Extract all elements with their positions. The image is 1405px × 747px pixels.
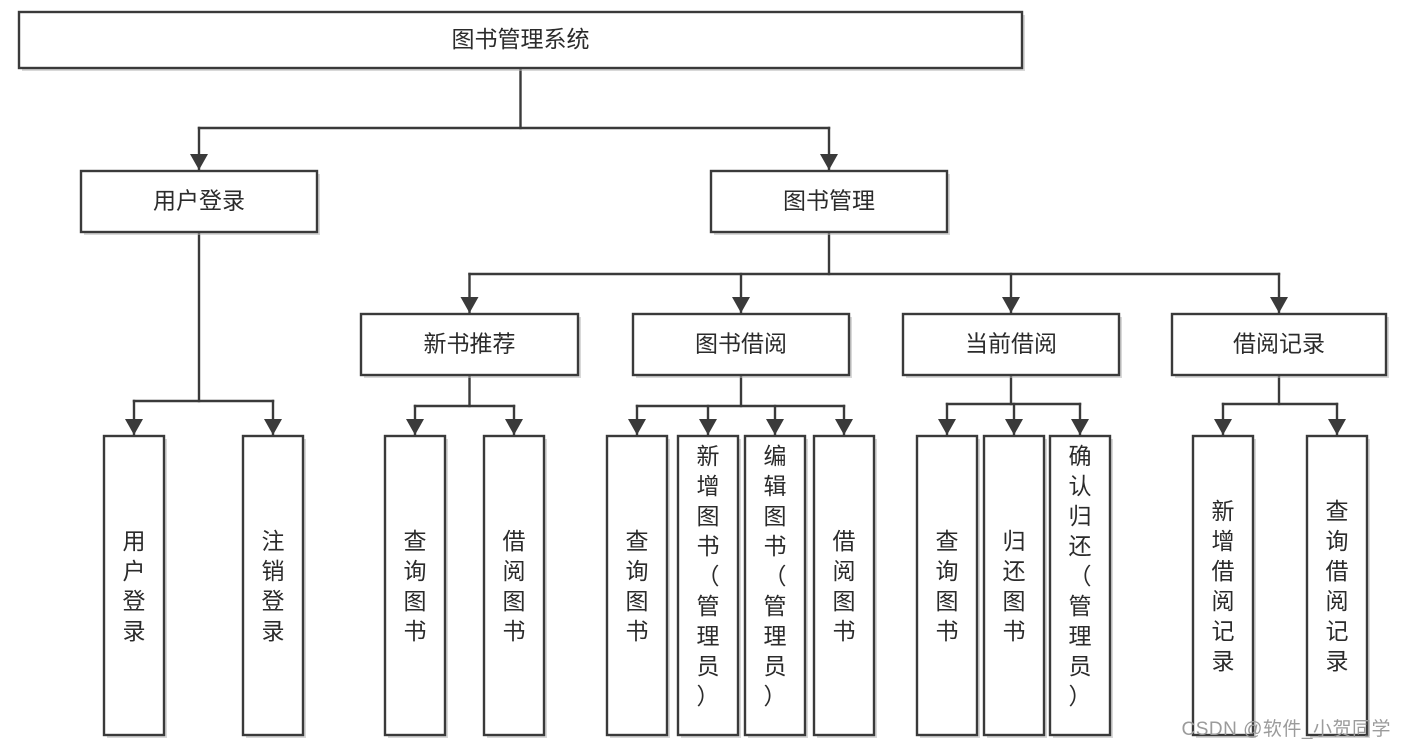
- node-label: 图书借阅: [695, 331, 787, 357]
- level3-node[interactable]: 新书推荐: [359, 312, 581, 378]
- arrow-head-icon: [125, 419, 143, 435]
- node-label: 图书管理: [783, 188, 875, 214]
- node-box[interactable]: [709, 169, 949, 234]
- node-label: 查询图书: [404, 528, 427, 644]
- node-box[interactable]: [605, 434, 669, 737]
- arrow-head-icon: [766, 419, 784, 435]
- arrow-head-icon: [699, 419, 717, 435]
- node-box[interactable]: [102, 434, 166, 737]
- arrow-head-icon: [628, 419, 646, 435]
- node-box[interactable]: [482, 434, 546, 737]
- level3-node[interactable]: 图书借阅: [631, 312, 852, 378]
- leaf-node[interactable]: 查询借阅记录: [1305, 434, 1370, 738]
- arrow-head-icon: [505, 419, 523, 435]
- leaf-node[interactable]: 查询图书: [605, 434, 670, 738]
- leaf-node[interactable]: 注销登录: [241, 434, 306, 738]
- node-box[interactable]: [359, 312, 580, 377]
- node-box[interactable]: [915, 434, 979, 737]
- leaf-node[interactable]: 借阅图书: [482, 434, 547, 738]
- leaf-node[interactable]: 借阅图书: [812, 434, 877, 738]
- arrow-head-icon: [460, 297, 479, 313]
- node-label: 新增图书（管理员）: [697, 443, 720, 709]
- node-label: 新增借阅记录: [1212, 498, 1235, 674]
- arrow-head-icon: [1214, 419, 1232, 435]
- node-label: 当前借阅: [965, 331, 1057, 357]
- level3-node[interactable]: 当前借阅: [901, 312, 1122, 378]
- node-label: 确认归还（管理员）: [1069, 443, 1092, 709]
- leaf-node[interactable]: 查询图书: [915, 434, 980, 738]
- node-box[interactable]: [1048, 434, 1112, 737]
- level2-node[interactable]: 用户登录: [79, 169, 320, 235]
- node-label: 借阅图书: [503, 528, 526, 644]
- level3-node[interactable]: 借阅记录: [1170, 312, 1389, 378]
- node-label: 编辑图书（管理员）: [764, 443, 787, 709]
- node-box[interactable]: [17, 10, 1024, 70]
- arrow-head-icon: [406, 419, 424, 435]
- node-box[interactable]: [676, 434, 740, 737]
- leaf-node[interactable]: 确认归还（管理员）: [1048, 434, 1113, 738]
- node-box[interactable]: [1305, 434, 1369, 737]
- arrow-head-icon: [835, 419, 853, 435]
- arrow-head-icon: [1002, 297, 1020, 313]
- node-box[interactable]: [383, 434, 447, 737]
- leaf-node[interactable]: 编辑图书（管理员）: [743, 434, 808, 738]
- node-label: 借阅记录: [1233, 331, 1325, 357]
- node-label: 用户登录: [153, 188, 245, 214]
- arrow-head-icon: [264, 419, 282, 435]
- node-label: 用户登录: [123, 528, 146, 644]
- root-node[interactable]: 图书管理系统: [17, 10, 1025, 71]
- leaf-node[interactable]: 新增借阅记录: [1191, 434, 1256, 738]
- node-box[interactable]: [631, 312, 851, 377]
- leaf-node[interactable]: 用户登录: [102, 434, 167, 738]
- leaf-node[interactable]: 新增图书（管理员）: [676, 434, 741, 738]
- node-box[interactable]: [79, 169, 319, 234]
- arrow-head-icon: [1270, 297, 1288, 313]
- node-label: 注销登录: [262, 528, 285, 644]
- arrow-head-icon: [938, 419, 956, 435]
- arrow-head-icon: [190, 154, 208, 170]
- node-box[interactable]: [1170, 312, 1388, 377]
- node-box[interactable]: [982, 434, 1046, 737]
- arrow-head-icon: [1328, 419, 1346, 435]
- node-box[interactable]: [1191, 434, 1255, 737]
- node-box[interactable]: [812, 434, 876, 737]
- node-box[interactable]: [901, 312, 1121, 377]
- node-box[interactable]: [743, 434, 807, 737]
- arrow-head-icon: [732, 297, 750, 313]
- node-label: 借阅图书: [833, 528, 856, 644]
- leaf-node[interactable]: 查询图书: [383, 434, 448, 738]
- arrow-head-icon: [1071, 419, 1089, 435]
- level2-node[interactable]: 图书管理: [709, 169, 950, 235]
- arrow-head-icon: [820, 154, 838, 170]
- connector-layer: [125, 66, 1346, 437]
- node-box[interactable]: [241, 434, 305, 737]
- node-layer: 图书管理系统用户登录图书管理新书推荐图书借阅当前借阅借阅记录用户登录注销登录查询…: [17, 10, 1389, 738]
- node-label: 查询借阅记录: [1326, 498, 1349, 674]
- node-label: 查询图书: [626, 528, 649, 644]
- arrow-head-icon: [1005, 419, 1023, 435]
- node-label: 图书管理系统: [452, 26, 590, 52]
- leaf-node[interactable]: 归还图书: [982, 434, 1047, 738]
- node-label: 归还图书: [1003, 528, 1026, 644]
- node-label: 新书推荐: [424, 331, 516, 357]
- node-label: 查询图书: [936, 528, 959, 644]
